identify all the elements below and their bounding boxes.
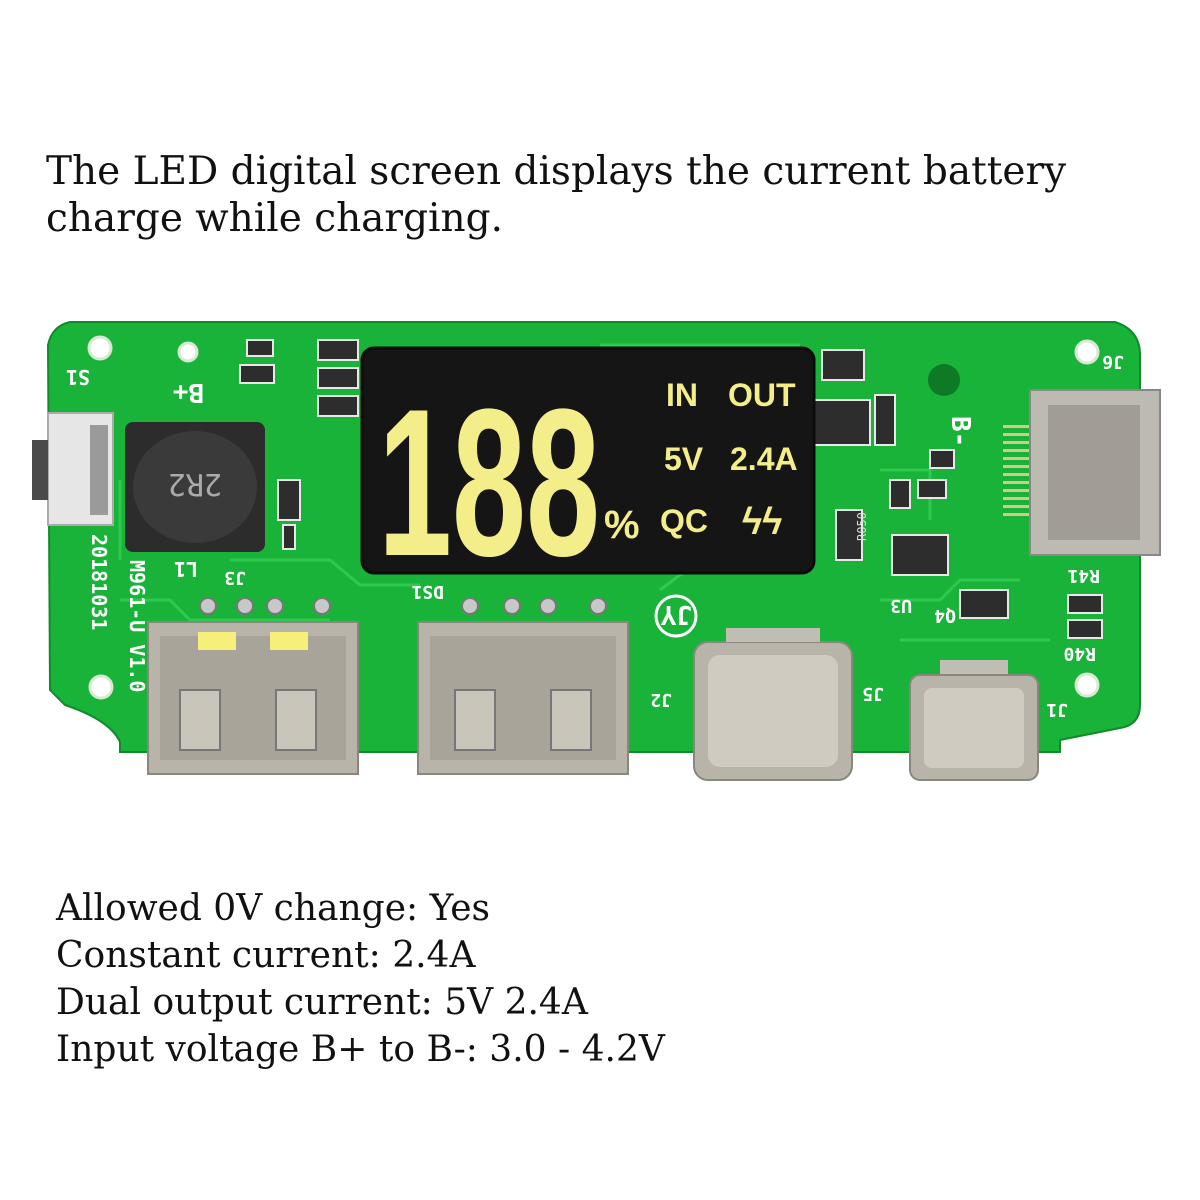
spec-item: Input voltage B+ to B-: 3.0 - 4.2V	[56, 1029, 665, 1070]
silk-r050: R050	[855, 512, 869, 541]
silk-j1: J1	[1046, 699, 1068, 720]
silk-b-plus: B+	[173, 377, 204, 407]
usb-c-j6-pins	[1003, 425, 1029, 516]
logo-jy-circle	[654, 594, 698, 638]
silk-q4: Q4	[934, 605, 956, 626]
lcd-digits: 188	[378, 365, 600, 600]
silk-u3: U3	[890, 595, 912, 616]
silk-j6: J6	[1102, 351, 1124, 372]
spec-item: Allowed 0V change: Yes	[56, 888, 490, 929]
smd-components	[239, 339, 1103, 639]
switch-s1-lever	[32, 440, 48, 500]
lcd-lightning-icon: ϟϟ	[742, 501, 782, 543]
silk-ds1: DS1	[411, 581, 444, 602]
lcd-label-current: 2.4A	[730, 441, 798, 477]
lcd-label-in: IN	[666, 377, 698, 413]
usb-c-port-j5	[693, 628, 853, 781]
silk-date-code: 20181031	[87, 534, 111, 630]
spec-item: Constant current: 2.4A	[56, 935, 476, 976]
lcd-label-out: OUT	[728, 377, 796, 413]
inductor-label: 2R2	[168, 466, 222, 501]
micro-usb-port-j1	[909, 660, 1039, 781]
specs-list: Allowed 0V change: Yes Constant current:…	[56, 885, 665, 1073]
silk-l1: L1	[174, 557, 198, 581]
usb-a-port-j3	[147, 621, 359, 775]
lcd-percent-sign: %	[604, 503, 640, 547]
lcd-label-voltage: 5V	[664, 441, 704, 477]
usb-port-pins	[199, 597, 607, 615]
silk-j5: J5	[862, 683, 884, 704]
silk-logo-jy: JY	[660, 599, 692, 629]
silk-j2: J2	[650, 689, 672, 710]
usb-a-port-j2	[417, 621, 629, 775]
lcd-display	[360, 346, 816, 575]
silk-model: M961-U V1.0	[125, 560, 149, 692]
caption-text: The LED digital screen displays the curr…	[46, 149, 1067, 241]
silk-r40: R40	[1063, 643, 1096, 664]
silk-j3: J3	[224, 567, 246, 588]
silk-s1: S1	[66, 365, 90, 389]
board-hole-right	[928, 364, 960, 396]
lcd-label-qc: QC	[660, 503, 708, 539]
silk-r41: R41	[1067, 565, 1100, 586]
silk-b-minus: B-	[945, 416, 975, 447]
spec-item: Dual output current: 5V 2.4A	[56, 982, 588, 1023]
mounting-holes	[87, 335, 1100, 700]
